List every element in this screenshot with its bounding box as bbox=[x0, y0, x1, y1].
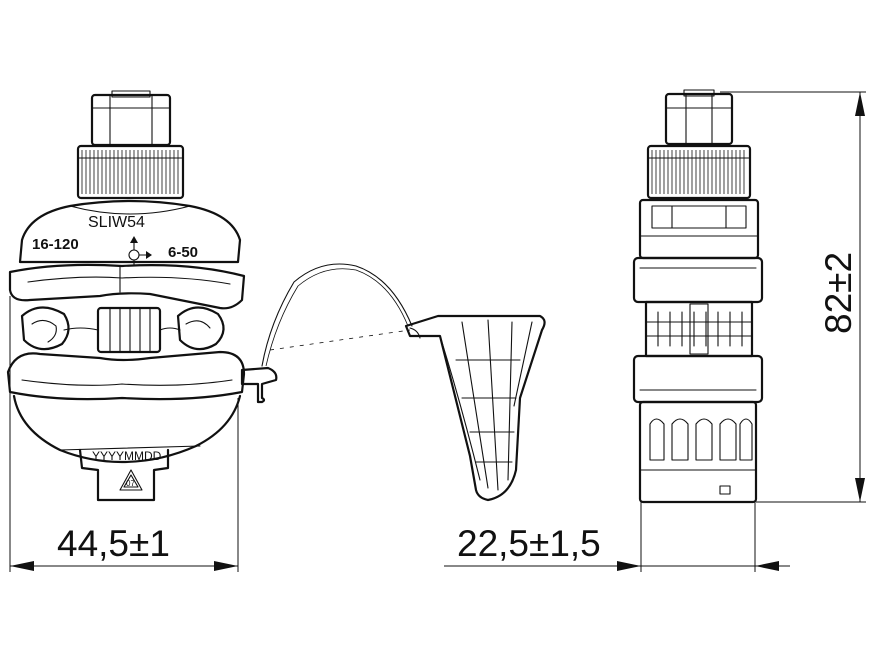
tether-anchor bbox=[240, 366, 278, 404]
tap-range-label: 6-50 bbox=[168, 244, 198, 261]
side-upper-jaw bbox=[632, 256, 764, 304]
upper-body: SLIW54 16-120 6-50 bbox=[18, 199, 242, 267]
side-shear-nut bbox=[664, 89, 734, 146]
end-cap bbox=[404, 314, 546, 502]
width-side-value: 22,5±1,5 bbox=[457, 523, 601, 564]
lower-body bbox=[12, 394, 242, 464]
date-code-label: YYYYMMDD bbox=[92, 449, 162, 463]
lower-jaw bbox=[6, 350, 246, 401]
knurled-cap bbox=[76, 144, 185, 200]
dimension-width-front: 44,5±1 bbox=[9, 296, 239, 572]
marking-tab: YYYYMMDD 07 bbox=[78, 448, 170, 502]
tether-centerline bbox=[269, 329, 411, 351]
side-middle-teeth bbox=[644, 300, 754, 358]
side-knurled-cap bbox=[646, 144, 752, 200]
tether-strap-inner bbox=[265, 268, 409, 367]
tether-strap bbox=[261, 263, 413, 367]
width-front-value: 44,5±1 bbox=[57, 523, 170, 564]
conductor-teeth bbox=[20, 306, 225, 354]
upper-jaw bbox=[8, 263, 246, 310]
front-view: SLIW54 16-120 6-50 bbox=[6, 90, 278, 502]
shear-head-nut bbox=[90, 90, 172, 147]
model-label: SLIW54 bbox=[88, 214, 145, 231]
main-range-label: 16-120 bbox=[32, 236, 79, 253]
recycling-icon: 07 bbox=[119, 469, 143, 491]
dimension-height: 82±2 bbox=[720, 91, 866, 503]
side-lower-jaw bbox=[632, 354, 764, 404]
side-view bbox=[632, 89, 764, 504]
side-upper-block bbox=[638, 198, 760, 260]
svg-text:07: 07 bbox=[126, 479, 135, 488]
dimension-width-side: 22,5±1,5 bbox=[444, 502, 790, 572]
side-lower-block bbox=[638, 400, 758, 504]
height-value: 82±2 bbox=[818, 252, 859, 334]
